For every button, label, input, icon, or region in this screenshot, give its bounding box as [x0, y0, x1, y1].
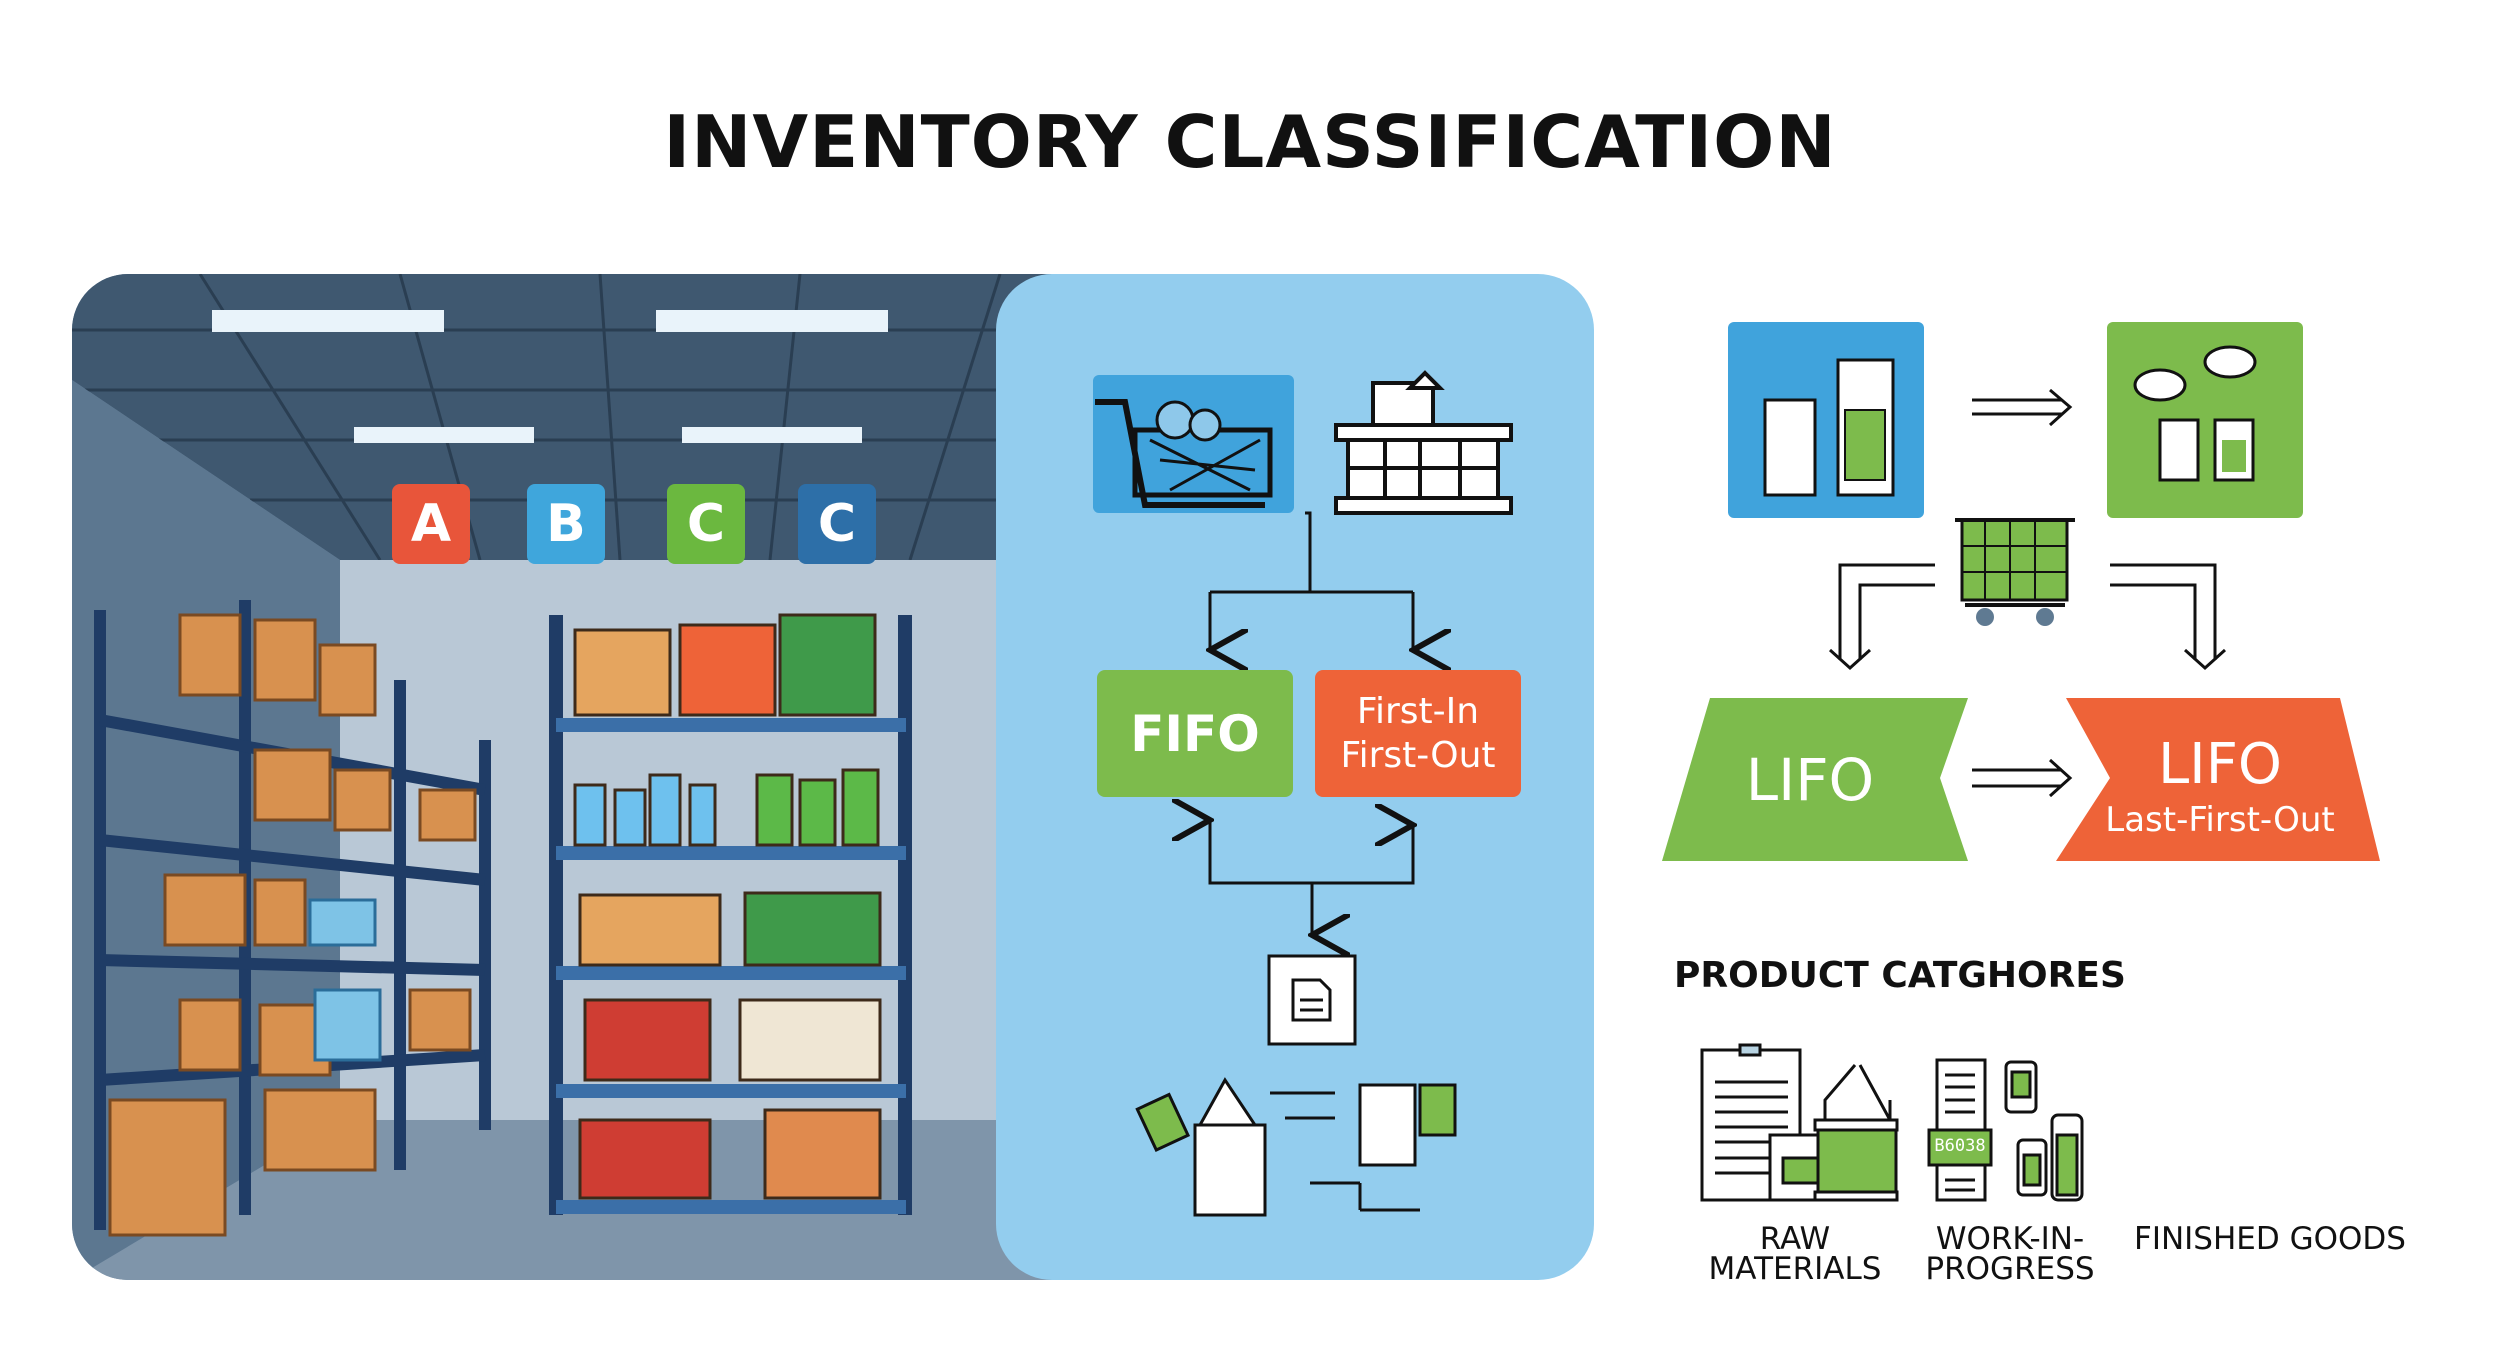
lifo-full-title: LIFO [2157, 732, 2282, 797]
categories-heading: PRODUCT CATGHORES [1674, 955, 2126, 996]
category-finished-goods: FINISHED GOODS [2134, 1221, 2406, 1257]
fifo-box: FIFO [1097, 670, 1293, 797]
category-work-in-progress: WORK-IN- PROGRESS [1925, 1221, 2095, 1287]
fifo-full-box: First-In First-Out [1315, 670, 1521, 797]
lifo-orange-shape [2056, 698, 2380, 861]
finished-goods-icon [1927, 1058, 2084, 1202]
fifo-full-line2: First-Out [1340, 734, 1496, 776]
packaging-icons [1135, 1077, 1457, 1217]
flow-arrows [1210, 511, 1420, 1212]
barcode-label: B6038 [1934, 1136, 1986, 1156]
lifo-green-shape [1662, 698, 1968, 861]
shelf-tag-b: B [527, 484, 605, 564]
lifo-text: LIFO [1745, 745, 1875, 814]
work-in-progress-icon [1813, 1064, 1899, 1202]
green-cart-icon [1955, 518, 2075, 626]
category-wip-line2: PROGRESS [1925, 1251, 2095, 1287]
page-title: INVENTORY CLASSIFICATION [663, 100, 1837, 184]
shelf-tag-c: C [667, 484, 745, 564]
products-green-icon [2107, 322, 2303, 518]
shelf-tag-label: B [546, 494, 586, 554]
shelf-tag-label: C [686, 494, 726, 554]
shelf-tag-a: A [392, 484, 470, 564]
category-wip-line1: WORK-IN- [1935, 1221, 2085, 1257]
category-raw-materials: RAW MATERIALS [1708, 1221, 1882, 1287]
lifo-full-subtitle: Last-First-Out [2105, 800, 2335, 840]
lifo-label: LIFO [1680, 698, 1940, 861]
warehouse-illustration [72, 274, 1072, 1280]
shelf-tag-label: C [817, 494, 857, 554]
shelf-tag-label: A [410, 494, 452, 554]
lifo-arrows [1828, 388, 2227, 798]
warehouse-building-icon [1334, 370, 1513, 515]
document-icon [1267, 954, 1357, 1046]
shopping-cart-icon [1093, 375, 1294, 513]
fifo-full-line1: First-In [1356, 690, 1480, 732]
lifo-full-label: LIFO Last-First-Out [2080, 710, 2360, 860]
products-blue-icon [1728, 322, 1924, 518]
fifo-label: FIFO [1130, 704, 1260, 763]
shelf-tag-c-2: C [798, 484, 876, 564]
